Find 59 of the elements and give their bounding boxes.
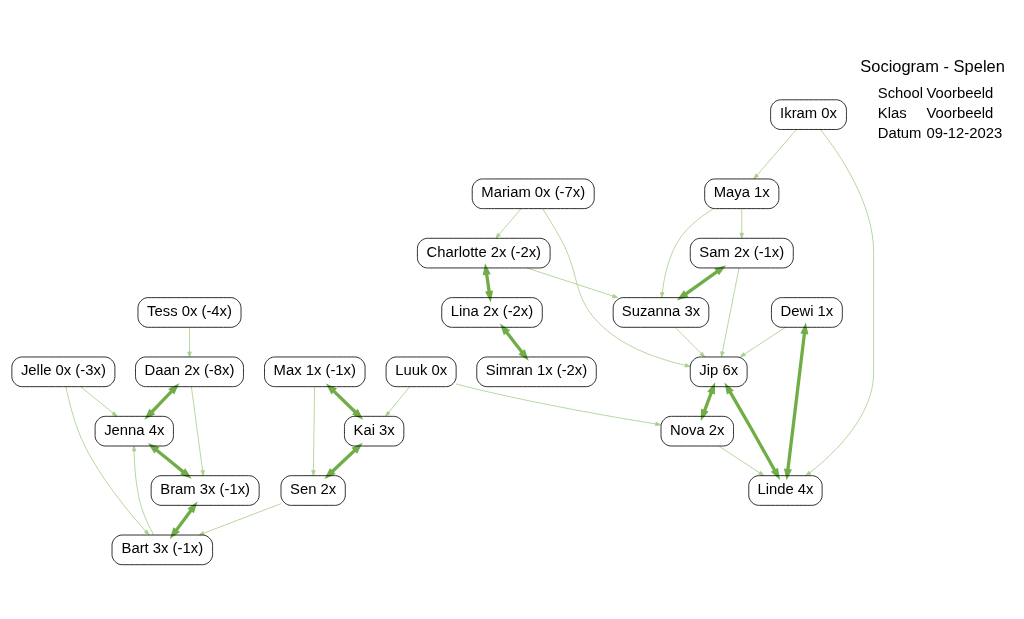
arrow bbox=[147, 442, 192, 479]
arrow bbox=[526, 267, 619, 298]
arrow bbox=[753, 128, 797, 179]
arrow bbox=[311, 385, 316, 476]
arrow bbox=[676, 264, 727, 300]
node-box: Linde 4x bbox=[748, 474, 823, 506]
node-box: Nova 2x bbox=[660, 415, 734, 446]
label: Voorbeeld bbox=[926, 84, 994, 101]
arrow bbox=[455, 383, 661, 426]
node-box: Luuk 0x bbox=[385, 356, 457, 387]
arrow bbox=[65, 385, 150, 535]
arrow bbox=[187, 326, 192, 357]
arrow bbox=[724, 381, 781, 480]
node-box: Maya 1x bbox=[704, 178, 780, 209]
arrow bbox=[720, 267, 740, 357]
arrow bbox=[169, 501, 198, 539]
label: School bbox=[877, 84, 924, 101]
node-box: Bram 3x (-1x) bbox=[150, 474, 260, 506]
arrow bbox=[542, 208, 691, 367]
node-box: Lina 2x (-2x) bbox=[441, 296, 543, 328]
node-box: Max 1x (-1x) bbox=[264, 356, 366, 387]
arrow bbox=[718, 445, 765, 476]
arrow bbox=[500, 323, 529, 361]
node-box: Dewi 1x bbox=[771, 296, 843, 328]
node-box: Jelle 0x (-3x) bbox=[11, 356, 116, 387]
node-box: Jip 6x bbox=[689, 356, 748, 387]
arrow bbox=[325, 382, 364, 420]
diagram-title: Sociogram - Spelen bbox=[860, 56, 1005, 75]
node-box: Sam 2x (-1x) bbox=[689, 237, 794, 268]
arrow bbox=[482, 262, 494, 302]
label: Datum bbox=[877, 124, 922, 141]
arrow bbox=[131, 445, 155, 535]
node-box: Jenna 4x bbox=[94, 415, 174, 446]
node-box: Charlotte 2x (-2x) bbox=[417, 237, 551, 268]
arrow bbox=[739, 207, 744, 239]
arrow bbox=[80, 386, 118, 417]
arrow bbox=[739, 326, 786, 357]
node-box: Tess 0x (-4x) bbox=[137, 296, 242, 328]
node-box: Mariam 0x (-7x) bbox=[471, 178, 595, 209]
node-box: Bart 3x (-1x) bbox=[111, 534, 213, 565]
arrow bbox=[674, 326, 705, 357]
arrow bbox=[660, 207, 715, 298]
arrow bbox=[385, 386, 410, 417]
node-box: Sen 2x bbox=[280, 474, 346, 506]
node-box: Suzanna 3x bbox=[612, 296, 710, 328]
arrow bbox=[144, 382, 180, 420]
arrow bbox=[783, 321, 809, 480]
label: Voorbeeld bbox=[926, 104, 994, 121]
node-box: Kai 3x bbox=[344, 415, 405, 446]
node-box: Ikram 0x bbox=[770, 98, 847, 130]
label: 09-12-2023 bbox=[926, 124, 1003, 141]
node-box: Daan 2x (-8x) bbox=[135, 356, 244, 387]
label: Klas bbox=[877, 104, 907, 121]
arrow bbox=[324, 442, 363, 479]
node-box: Simran 1x (-2x) bbox=[476, 356, 597, 387]
arrow bbox=[700, 381, 716, 421]
arrow bbox=[805, 128, 875, 476]
arrow bbox=[495, 207, 522, 239]
arrow bbox=[191, 385, 205, 476]
